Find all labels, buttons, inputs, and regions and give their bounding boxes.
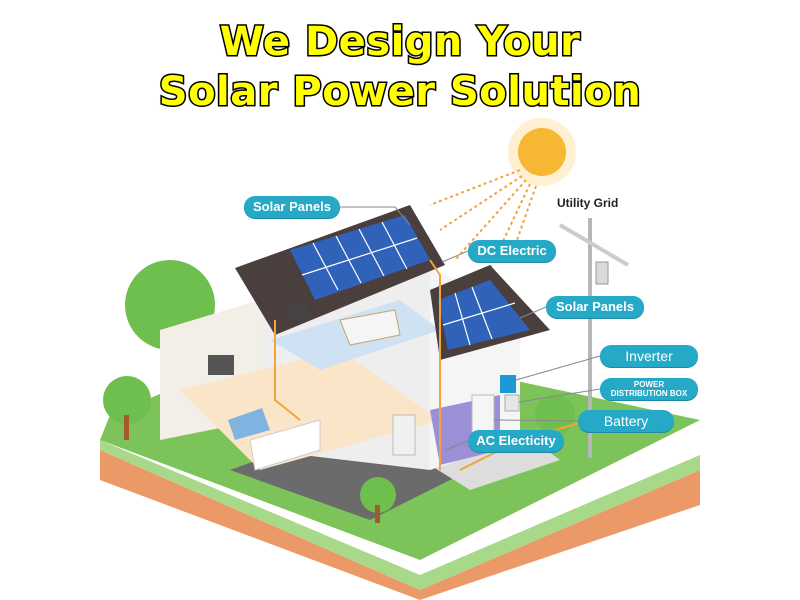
callout-dc-electric: DC Electric — [468, 240, 556, 262]
headline-line-2: Solar Power Solution — [157, 68, 642, 117]
inverter-device-icon — [500, 375, 516, 393]
fridge-icon — [392, 414, 416, 456]
secondary-roof — [430, 265, 550, 360]
callout-inverter: Inverter — [600, 345, 698, 367]
distribution-box-icon — [504, 394, 520, 412]
kitchen-counter — [249, 419, 321, 471]
callout-solar-panels-main: Solar Panels — [244, 196, 340, 218]
sun-icon — [508, 118, 576, 186]
battery-unit-icon — [471, 394, 495, 434]
callout-ac-electricity: AC Electicity — [468, 430, 564, 452]
callout-solar-panels-secondary: Solar Panels — [546, 296, 644, 318]
utility-pole-icon — [558, 218, 630, 458]
headline-line-1: We Design Your — [218, 18, 581, 67]
callout-battery: Battery — [578, 410, 674, 432]
pdb-line-1: POWER — [633, 380, 665, 389]
bed-icon — [339, 309, 401, 346]
computer-icon — [290, 305, 308, 319]
solar-panel-array — [290, 215, 430, 300]
pdb-line-2: DISTRIBUTION BOX — [610, 389, 688, 398]
main-roof — [235, 205, 445, 335]
tv-icon — [208, 355, 234, 375]
sofa-icon — [228, 408, 270, 440]
leader-lines — [340, 206, 601, 451]
callout-power-distribution-box: POWER DISTRIBUTION BOX — [600, 378, 698, 400]
utility-grid-label: Utility Grid — [557, 196, 619, 210]
